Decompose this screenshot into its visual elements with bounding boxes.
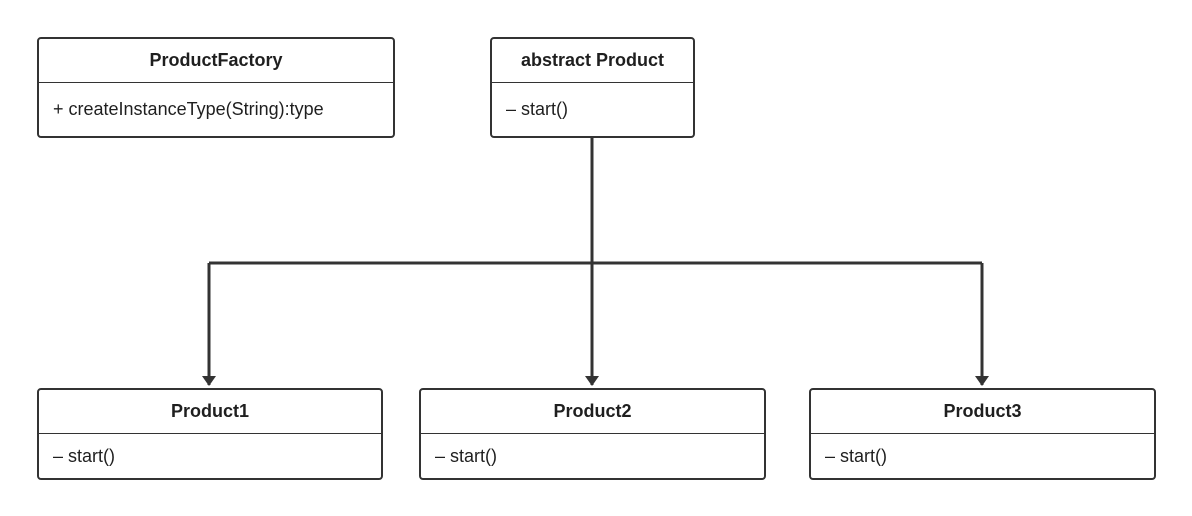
class-abstract-product[interactable]: abstract Product – start() — [490, 37, 695, 138]
class-name: ProductFactory — [39, 39, 393, 83]
class-method: – start() — [53, 445, 116, 466]
class-product1[interactable]: Product1 – start() — [37, 388, 383, 480]
class-method: – start() — [506, 99, 569, 119]
class-product-factory[interactable]: ProductFactory + createInstanceType(Stri… — [37, 37, 395, 138]
class-product3[interactable]: Product3 – start() — [809, 388, 1156, 480]
class-name: Product3 — [811, 390, 1154, 434]
class-product2[interactable]: Product2 – start() — [419, 388, 766, 480]
class-name: Product1 — [39, 390, 381, 434]
class-name: abstract Product — [492, 39, 693, 83]
class-name: Product2 — [421, 390, 764, 434]
class-method: + createInstanceType(String):type — [53, 99, 324, 119]
class-method: – start() — [435, 445, 498, 466]
class-method: – start() — [825, 445, 888, 466]
